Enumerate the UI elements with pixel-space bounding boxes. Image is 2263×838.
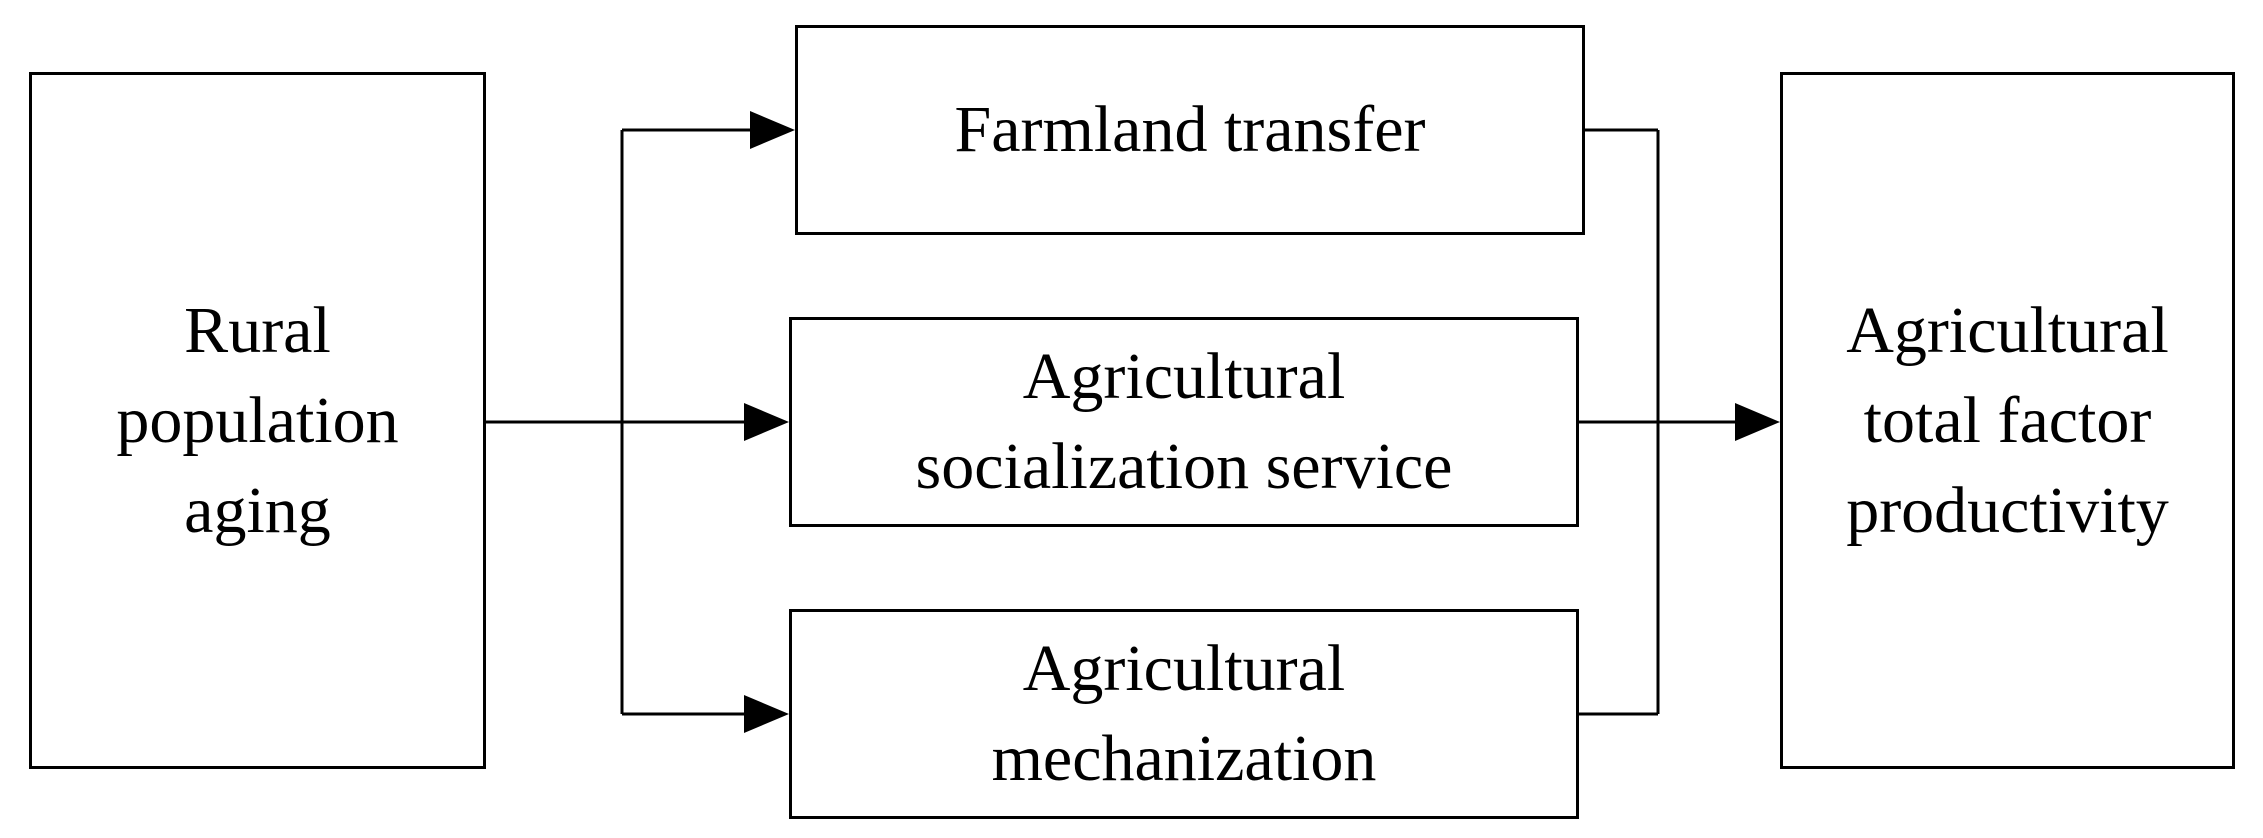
mediator-box-farmland-transfer: Farmland transfer (795, 25, 1585, 235)
arrow-to-mechanization (622, 695, 789, 733)
target-label: Agricultural total factor productivity (1846, 293, 2169, 547)
arrow-to-farmland-transfer (622, 111, 795, 149)
mediator-label-farmland-transfer: Farmland transfer (954, 93, 1426, 166)
target-box-total-factor-productivity: Agricultural total factor productivity (1780, 72, 2235, 769)
source-box-rural-population-aging: Rural population aging (29, 72, 486, 769)
mediator-box-socialization-service: Agricultural socialization service (789, 317, 1579, 527)
mediator-label-mechanization: Agricultural mechanization (991, 632, 1377, 795)
source-label: Rural population aging (116, 293, 399, 547)
arrow-to-socialization-service (622, 403, 789, 441)
arrow-to-target (1658, 403, 1780, 441)
mediator-box-mechanization: Agricultural mechanization (789, 609, 1579, 819)
mediator-label-socialization-service: Agricultural socialization service (915, 340, 1453, 503)
